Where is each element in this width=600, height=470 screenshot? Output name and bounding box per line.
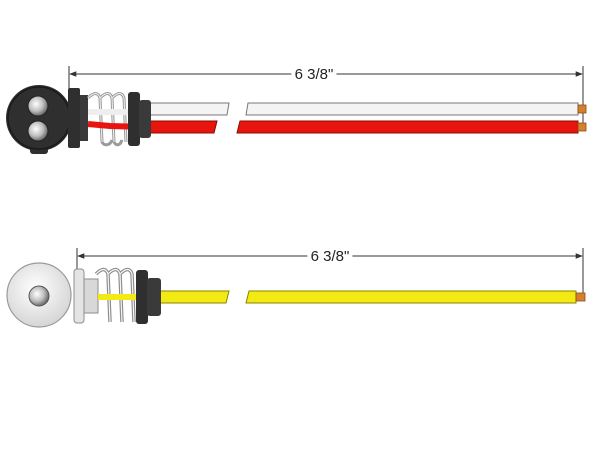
copper-tip xyxy=(577,104,587,114)
copper-tip xyxy=(575,292,586,302)
stud-top xyxy=(27,95,49,117)
two-wire-end-view xyxy=(6,85,72,154)
two-wire-side-housing xyxy=(68,88,151,148)
two-wire-wires xyxy=(149,102,587,134)
single-wire-side-housing xyxy=(73,267,161,324)
single-wire-dimension-label: 6 3/8" xyxy=(311,248,350,265)
stud-bottom xyxy=(27,120,49,142)
single-wire-wire xyxy=(159,290,586,304)
single-wire-end-view xyxy=(6,262,72,328)
two-wire-plug: 6 3/8" xyxy=(6,62,587,154)
single-wire-plug: 6 3/8" xyxy=(6,244,586,328)
two-wire-dimension-label: 6 3/8" xyxy=(295,66,334,83)
stud-single xyxy=(28,285,50,307)
copper-tip xyxy=(577,122,587,132)
